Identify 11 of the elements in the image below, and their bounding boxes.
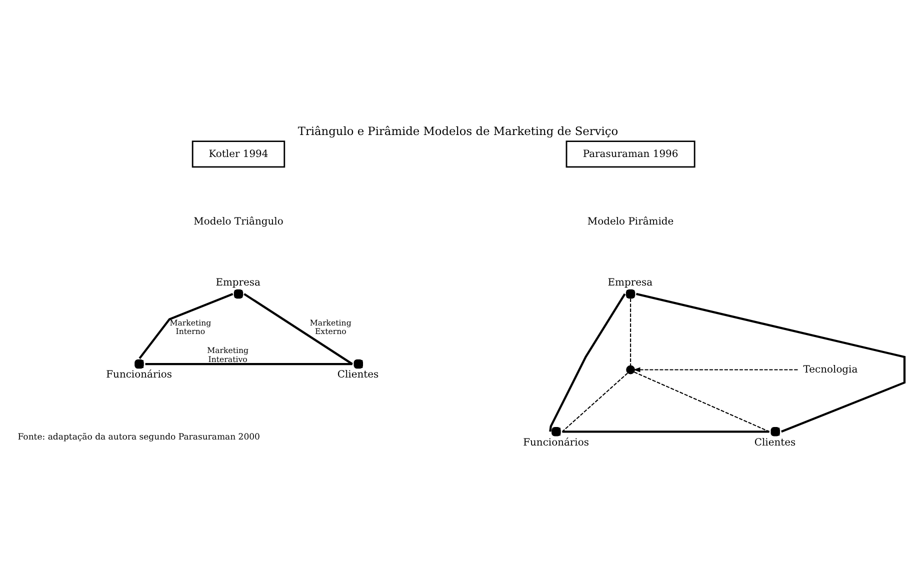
node-label: Funcionários — [523, 436, 589, 448]
label: Modelo Pirâmide — [587, 216, 674, 227]
label: Modelo Triângulo — [194, 216, 284, 227]
node-label: Funcionários — [106, 369, 172, 380]
caption: Fonte: adaptação da autora segundo Parasuraman 2000 — [18, 432, 260, 442]
node-label: Clientes — [337, 369, 379, 380]
node-text: Tecnologia — [803, 364, 858, 375]
diagram-title: Triângulo e Pirâmide Modelos de Marketing de Serviço — [298, 123, 618, 138]
node-label: Empresa — [216, 277, 260, 288]
node-label: Empresa — [608, 277, 653, 288]
node-label: Clientes — [754, 436, 796, 448]
